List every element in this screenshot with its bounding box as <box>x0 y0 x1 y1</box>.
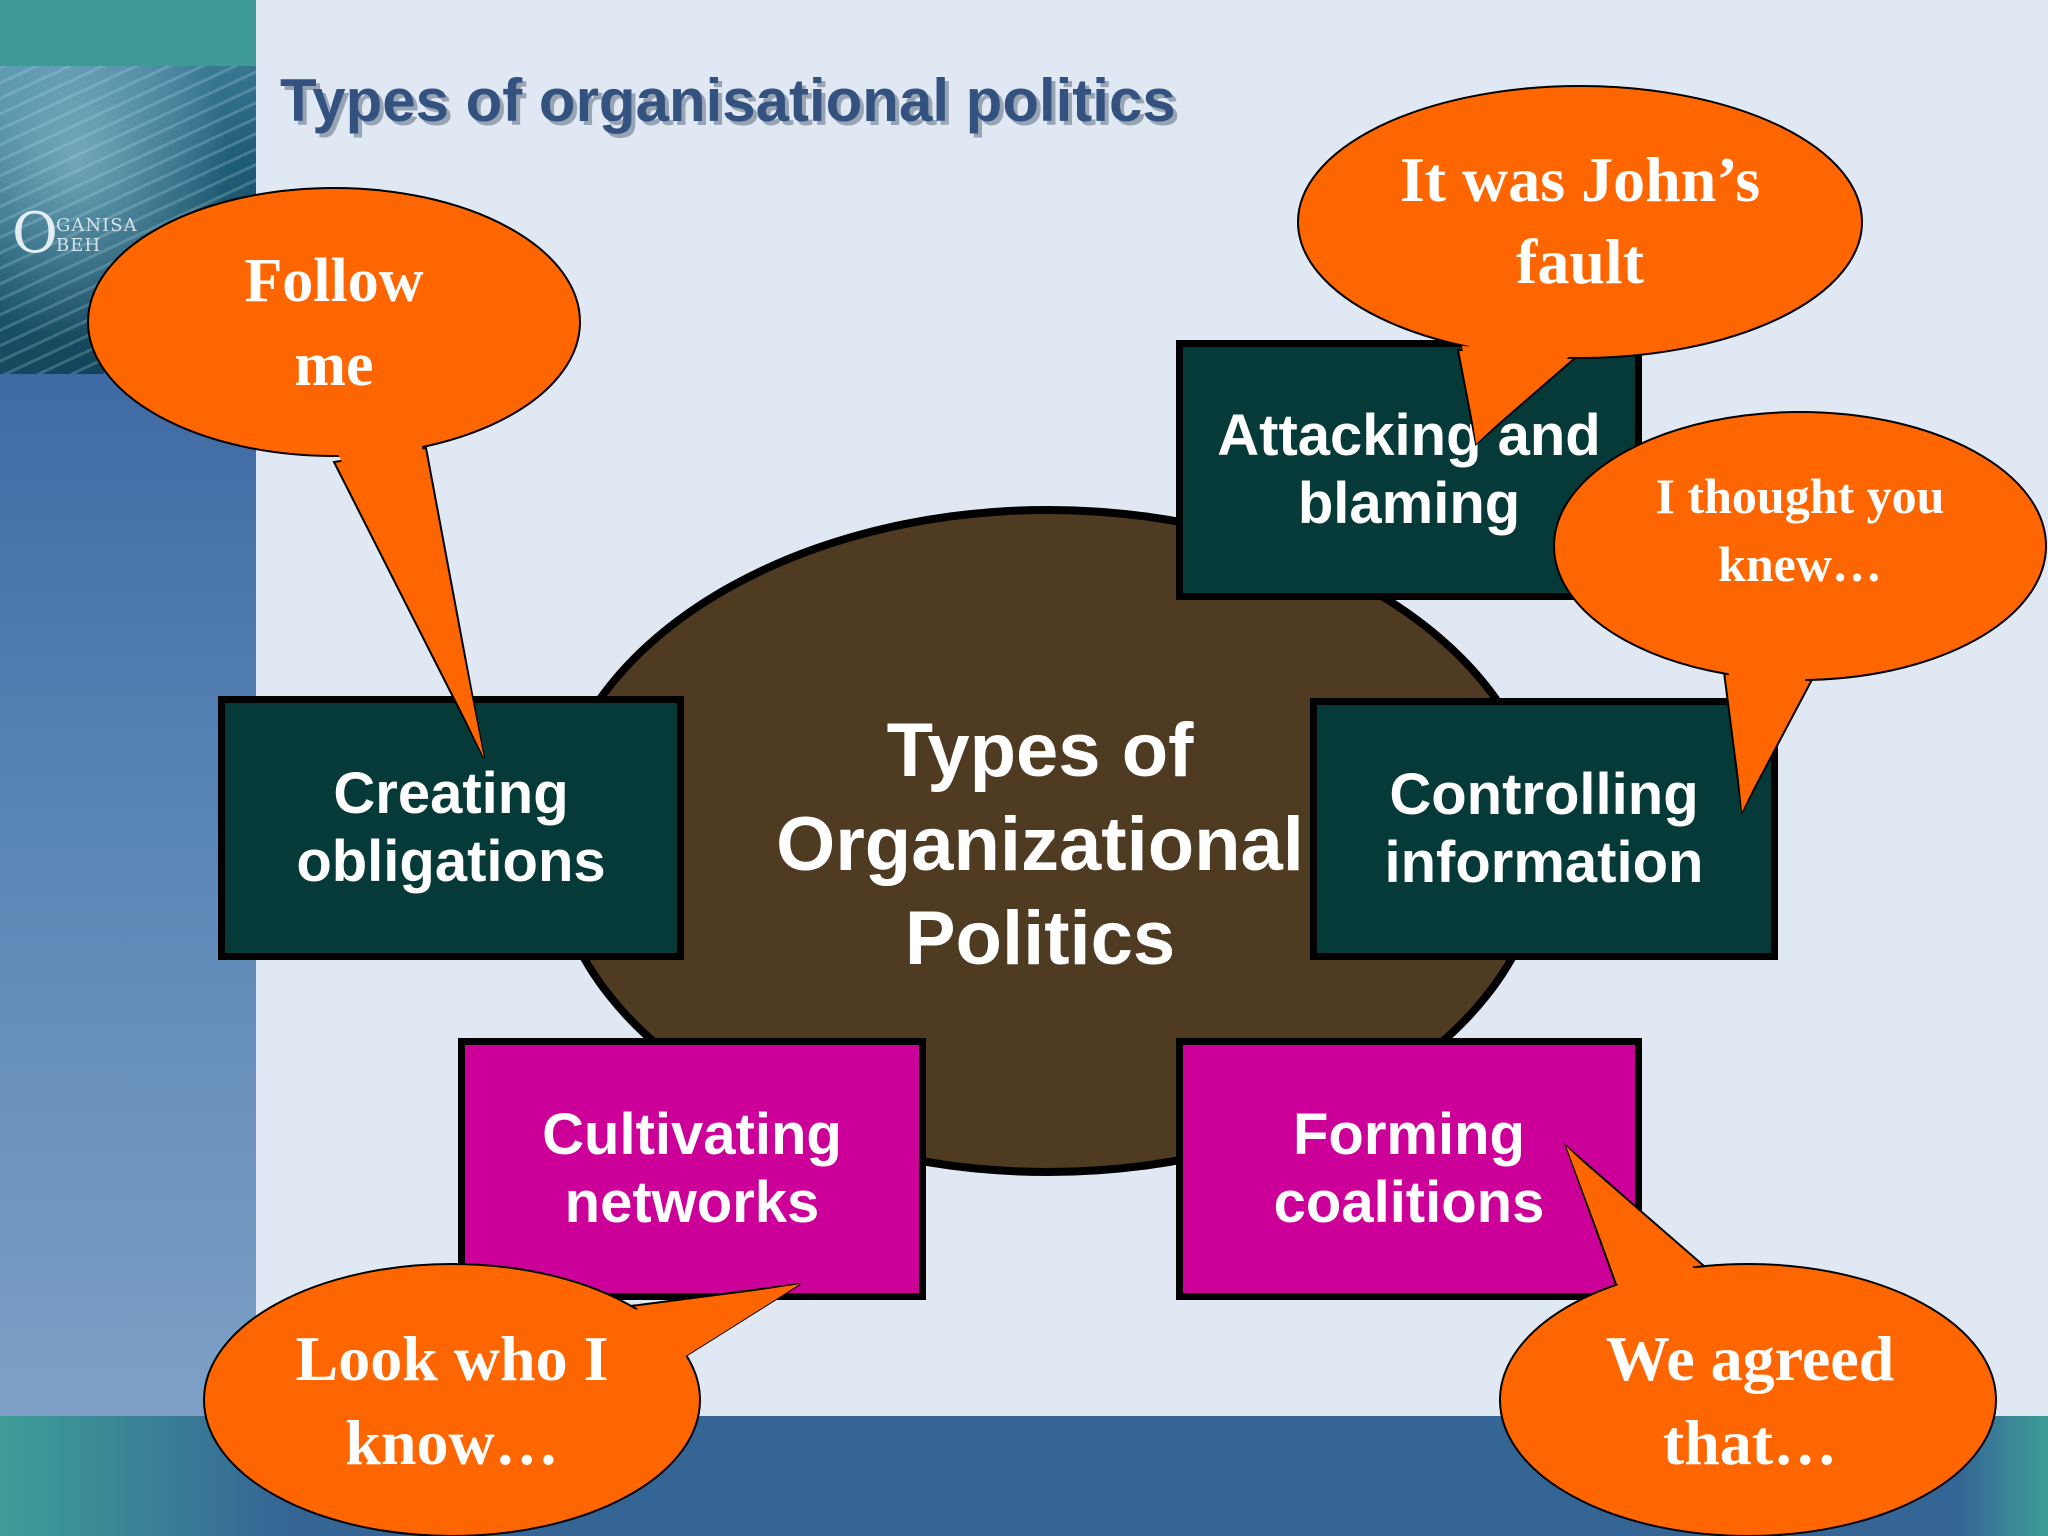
box-cultivating-networks: Cultivating networks <box>458 1038 926 1300</box>
box-controlling-information: Controlling information <box>1310 698 1778 960</box>
box-attacking-blaming: Attacking and blaming <box>1176 340 1642 600</box>
central-label: Types of Organizational Politics <box>776 708 1304 981</box>
callout-thought-you-knew: I thought you knew… <box>1655 468 1945 592</box>
slide-title: Types of organisational politics <box>280 67 1176 134</box>
teal-bottom-right-band <box>1958 1416 2048 1536</box>
teal-bottom-left-band <box>0 1416 290 1536</box>
book-cover-letter: O <box>12 201 58 266</box>
box-creating-obligations: Creating obligations <box>218 696 684 960</box>
book-cover-word: GANISA BEH <box>56 216 138 256</box>
callout-look-who-i-know: Look who I know… <box>295 1323 609 1478</box>
callout-follow-me: Follow me <box>244 247 424 399</box>
box-forming-coalitions: Forming coalitions <box>1176 1038 1642 1300</box>
book-cover-word-line2: BEH <box>56 235 102 256</box>
callout-johns-fault: It was John’s fault <box>1399 144 1761 297</box>
teal-top-band <box>0 0 256 66</box>
book-cover-word-line1: GANISA <box>56 215 138 236</box>
callout-we-agreed-that: We agreed that… <box>1605 1323 1895 1478</box>
